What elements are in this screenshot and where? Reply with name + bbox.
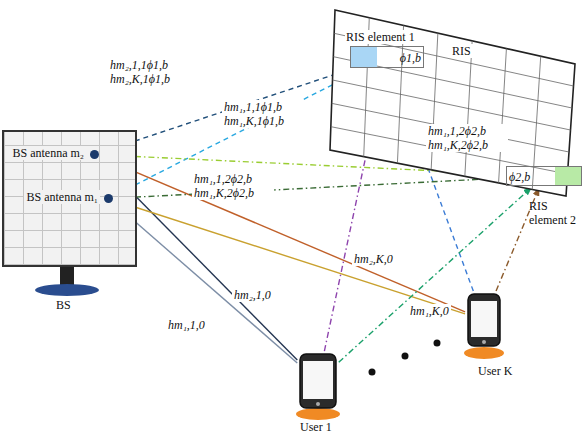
channel-label: hm₁,1,0 bbox=[166, 318, 207, 332]
base-station-screen: BSBS antenna m₂BS antenna m₁ bbox=[2, 130, 137, 267]
ellipsis-dot bbox=[369, 369, 376, 376]
node-heading: User 1 bbox=[300, 420, 332, 434]
channel-label: hm₂,K,0 bbox=[352, 252, 395, 266]
phone-button bbox=[482, 340, 486, 344]
channel-label: hm₁,1,1ϕ1,b hm₁,K,1ϕ1,b bbox=[222, 100, 304, 128]
phone-icon bbox=[466, 292, 502, 348]
channel-link bbox=[100, 157, 465, 312]
channel-link bbox=[114, 200, 465, 314]
phone-screen bbox=[303, 361, 333, 399]
user-shadow bbox=[464, 347, 504, 359]
ellipsis-dot bbox=[402, 353, 409, 360]
channel-label: hm₂,1,0 bbox=[232, 288, 273, 302]
phone-body bbox=[468, 294, 500, 346]
channel-label: hm₂,1,1ϕ1,b hm₂,K,1ϕ1,b bbox=[108, 58, 190, 86]
ris-grid-line bbox=[332, 103, 569, 152]
node-heading: BS bbox=[56, 298, 71, 312]
phone-screen bbox=[471, 301, 497, 337]
user-shadow bbox=[296, 408, 340, 420]
phone-button bbox=[316, 402, 320, 406]
phone-icon bbox=[298, 352, 338, 410]
node-text: ϕ1,b bbox=[351, 47, 423, 65]
node-text: ϕ2,b bbox=[507, 167, 581, 184]
node-heading: User K bbox=[478, 364, 512, 378]
monitor-stand bbox=[60, 267, 74, 285]
phone-body bbox=[300, 354, 336, 408]
ris-element: RIS element 2ϕ2,b bbox=[506, 166, 582, 186]
channel-label: hm₁,1,2ϕ2,b hm₁,K,2ϕ2,b bbox=[192, 172, 274, 200]
user-phone: User K bbox=[466, 292, 502, 348]
antenna-dot: BS antenna m₂ bbox=[90, 150, 99, 159]
ellipsis-dot bbox=[434, 340, 441, 347]
ris-element: RIS element 1ϕ1,b bbox=[350, 46, 424, 68]
channel-label: hm₁,K,0 bbox=[408, 304, 451, 318]
antenna-dot: BS antenna m₁ bbox=[104, 194, 113, 203]
node-heading: RIS element 1 bbox=[345, 30, 416, 44]
node-heading: RIS element 2 bbox=[529, 199, 581, 227]
channel-link bbox=[114, 178, 505, 198]
monitor-base bbox=[35, 284, 99, 296]
ris-grid-line bbox=[333, 80, 571, 130]
ris-panel: RISRIS element 1ϕ1,bRIS element 2ϕ2,b bbox=[328, 6, 580, 202]
node-heading: RIS bbox=[450, 44, 473, 58]
user-phone: User 1 bbox=[298, 352, 338, 410]
node-heading: BS antenna m₁ bbox=[24, 190, 100, 204]
node-heading: BS antenna m₂ bbox=[10, 146, 86, 160]
channel-label: hm₁,1,2ϕ2,b hm₁,K,2ϕ2,b bbox=[426, 124, 508, 152]
channel-link bbox=[114, 203, 297, 363]
